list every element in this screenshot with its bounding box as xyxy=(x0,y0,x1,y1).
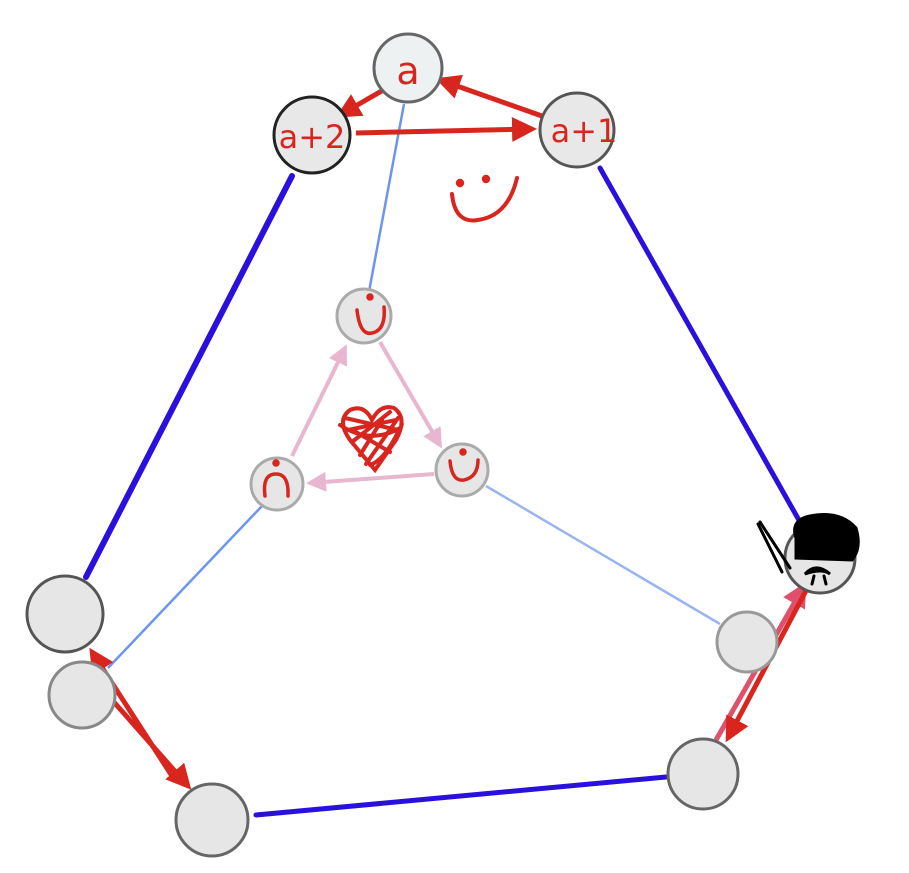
arrow-a1-to-a xyxy=(435,74,543,119)
node-right-lower xyxy=(715,610,779,674)
smiley-face-icon xyxy=(448,448,480,482)
node-a2-label: a+2 xyxy=(279,118,346,156)
node-left-upper xyxy=(25,574,105,654)
inner-edge-left-top xyxy=(290,344,347,457)
edge-bottom xyxy=(253,774,669,818)
mustached-man-icon xyxy=(756,513,860,586)
edge-a2-left xyxy=(83,173,295,580)
spoke-top xyxy=(366,103,406,298)
node-a: a xyxy=(372,32,444,104)
node-bottom-right xyxy=(666,737,740,811)
frown-face-icon xyxy=(262,459,290,498)
node-inner-right xyxy=(434,442,490,498)
spoke-left xyxy=(107,505,263,669)
node-bottom-left xyxy=(174,782,250,858)
spoke-right xyxy=(485,484,721,626)
smiley-face-icon xyxy=(355,293,386,336)
node-a-label: a xyxy=(396,49,419,93)
scribbled-heart-icon xyxy=(338,405,405,474)
node-a1: a+1 xyxy=(538,91,618,169)
node-a2: a+2 xyxy=(272,95,352,175)
arrow-a2-to-a1 xyxy=(355,116,537,142)
node-a1-label: a+1 xyxy=(551,112,618,150)
inner-edge-right-left xyxy=(306,471,435,492)
edge-a1-right xyxy=(597,165,803,525)
inner-edge-top-right xyxy=(378,340,443,449)
smiley-face-icon xyxy=(450,174,519,223)
node-left-lower xyxy=(47,660,117,730)
